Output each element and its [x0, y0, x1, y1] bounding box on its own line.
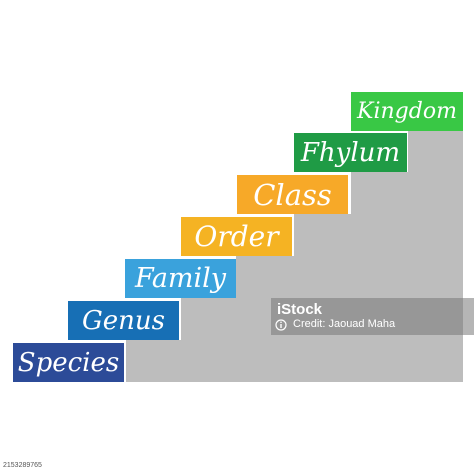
step-fhylum: Fhylum — [294, 133, 407, 172]
watermark-logo: iStock — [277, 301, 323, 318]
step-class: Class — [237, 175, 348, 214]
step-label-species: Species — [17, 347, 120, 378]
step-order: Order — [181, 217, 292, 256]
step-label-fhylum: Fhylum — [300, 137, 401, 168]
step-family: Family — [125, 259, 236, 298]
step-label-genus: Genus — [82, 305, 165, 336]
step-label-kingdom: Kingdom — [357, 99, 457, 124]
stair-block-7 — [408, 131, 463, 172]
watermark-credit: Credit: Jaouad Maha — [293, 318, 396, 330]
step-kingdom: Kingdom — [351, 92, 463, 131]
step-label-order: Order — [194, 220, 279, 253]
step-species: Species — [13, 343, 124, 382]
info-icon — [275, 319, 287, 331]
stair-block-4 — [236, 256, 463, 298]
step-genus: Genus — [68, 301, 179, 340]
stair-block-2 — [126, 340, 463, 382]
image-id: 2153289765 — [3, 462, 42, 469]
stair-block-5 — [294, 214, 463, 256]
step-label-family: Family — [134, 263, 227, 294]
watermark: iStock Credit: Jaouad Maha — [271, 298, 474, 335]
step-label-class: Class — [253, 177, 332, 212]
stair-block-6 — [351, 172, 463, 214]
